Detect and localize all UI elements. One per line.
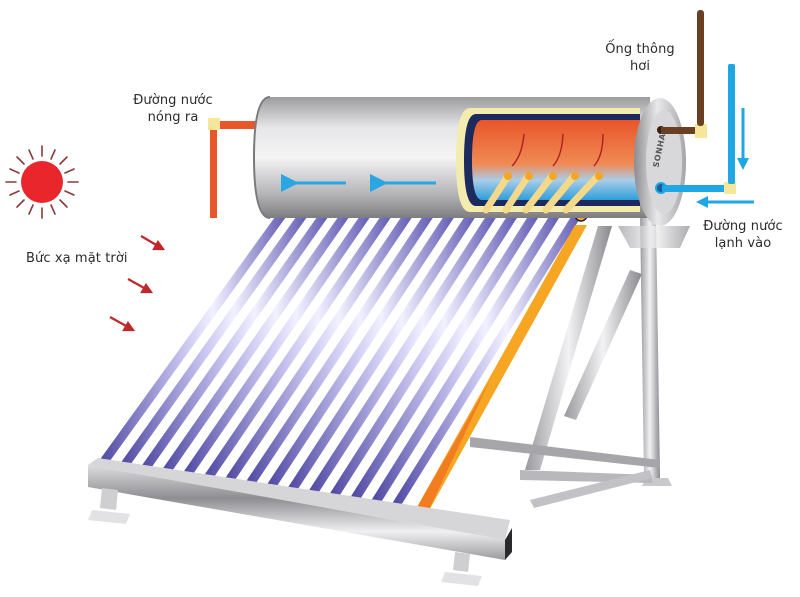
vent-pipe [661,10,707,138]
bottom-support-bar [88,458,512,586]
storage-tank: SONHA [252,96,690,248]
radiation-arrows [109,235,166,332]
support-frame [470,215,672,508]
vacuum-tubes [96,203,588,516]
hot-water-out-label-line1: Đường nước [133,93,213,108]
vent-pipe-label-line1: Ống thông [605,42,675,57]
cold-water-in-label-line1: Đường nước [703,219,783,234]
vent-pipe-label-line2: hơi [629,59,651,74]
vent-pipe-label: Ống thông hơi [590,41,690,75]
cold-water-in-label-line2: lạnh vào [714,236,772,251]
hot-water-out-pipe [208,118,262,218]
tank-cutaway [456,108,640,214]
cold-water-in-pipe [662,64,754,208]
solar-radiation-label: Bức xạ mặt trời [26,251,128,266]
tank-end-cap: SONHA [634,98,686,226]
hot-water-out-label-line2: nóng ra [147,110,199,125]
sun-icon [5,145,79,219]
hot-water-out-label: Đường nước nóng ra [108,92,238,126]
cold-water-in-label: Đường nước lạnh vào [688,218,798,252]
